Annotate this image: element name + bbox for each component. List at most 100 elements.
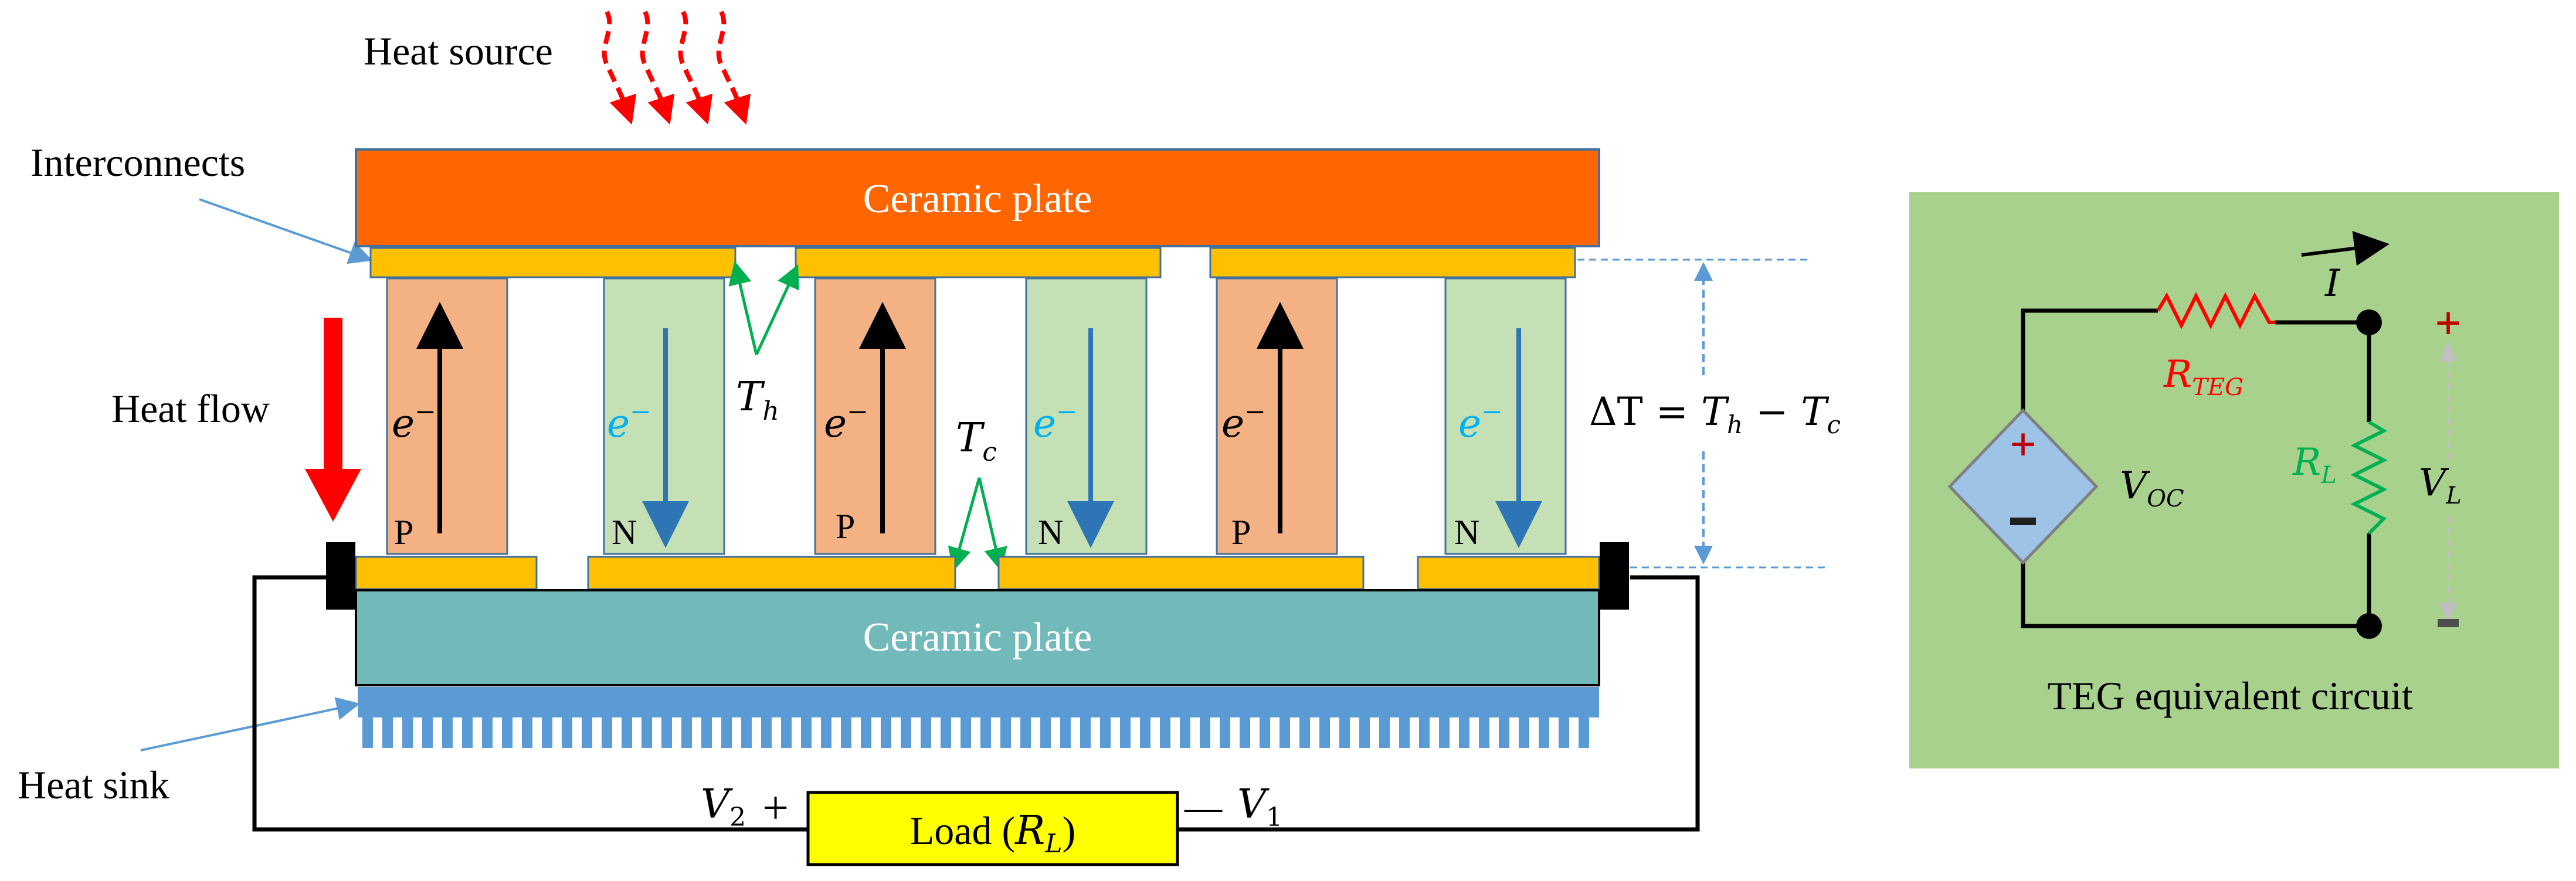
electron-label: e− bbox=[392, 397, 436, 446]
p-label: P bbox=[1231, 513, 1251, 552]
heat-flow-arrow-head bbox=[305, 469, 361, 522]
v2-label: V2 bbox=[701, 781, 746, 832]
heat-sink-leader bbox=[140, 697, 360, 751]
ceramic-plate-top bbox=[355, 148, 1600, 247]
heat-sink-fin bbox=[442, 717, 453, 748]
current-label: I bbox=[2324, 262, 2341, 305]
heat-sink-fin bbox=[881, 717, 891, 748]
v2-sign: + bbox=[762, 783, 789, 834]
load-box bbox=[806, 791, 1179, 866]
v1-label: V1 bbox=[1237, 781, 1282, 832]
heat-sink-fin bbox=[522, 717, 532, 748]
heat-sink-fin bbox=[1200, 717, 1210, 748]
circuit-caption: TEG equivalent circuit bbox=[2047, 673, 2412, 718]
heat-sink-fin bbox=[821, 717, 831, 748]
interconnect-bottom-4 bbox=[1417, 556, 1600, 590]
heat-sink-fin bbox=[642, 717, 652, 748]
electron-label: e− bbox=[607, 397, 651, 446]
heat-sink-fin bbox=[1160, 717, 1170, 748]
heat-sink-fin bbox=[861, 717, 871, 748]
heat-sink-fin bbox=[801, 717, 812, 748]
heat-sink-fin bbox=[1060, 717, 1071, 748]
current-arrow-icon bbox=[2301, 230, 2390, 266]
electron-label: e− bbox=[1033, 397, 1078, 446]
voltage-source-icon bbox=[1947, 408, 2099, 565]
heat-sink-fin bbox=[1100, 717, 1111, 748]
source-minus bbox=[2010, 518, 2036, 525]
heat-sink-fin bbox=[1299, 717, 1310, 748]
heat-sink-fin bbox=[362, 717, 373, 748]
heat-sink-fin bbox=[761, 717, 772, 748]
n-label: N bbox=[1038, 513, 1063, 552]
interconnect-bottom-3 bbox=[997, 556, 1365, 590]
interconnect-top-2 bbox=[795, 247, 1162, 278]
heat-sink-fin bbox=[422, 717, 433, 748]
electron-label: e− bbox=[1221, 397, 1266, 446]
heat-sink-fin bbox=[1319, 717, 1330, 748]
interconnect-bottom-2 bbox=[587, 556, 956, 590]
heat-sink-fin bbox=[502, 717, 513, 748]
heat-sink-fin bbox=[721, 717, 732, 748]
load-label: Load (RL) bbox=[910, 808, 1075, 859]
heat-sink-fin bbox=[980, 717, 991, 748]
heat-sink-fin bbox=[1180, 717, 1190, 748]
heat-sink-fin bbox=[1120, 717, 1131, 748]
heat-sink-fin bbox=[1379, 717, 1390, 748]
ceramic-plate-top-label: Ceramic plate bbox=[863, 176, 1092, 222]
heat-sink-fin bbox=[1399, 717, 1410, 748]
heat-sink-fin bbox=[781, 717, 792, 748]
th-pointer bbox=[728, 261, 799, 356]
heat-sink-fin bbox=[741, 717, 752, 748]
interconnect-top-3 bbox=[1209, 247, 1576, 278]
heat-sink-fin bbox=[1499, 717, 1509, 748]
heat-sink-fin bbox=[701, 717, 712, 748]
heat-sink-fin bbox=[562, 717, 572, 748]
heat-sink-fin bbox=[1080, 717, 1091, 748]
heat-sink-fin bbox=[582, 717, 592, 748]
heat-sink-fin bbox=[462, 717, 473, 748]
terminal-right bbox=[1600, 542, 1629, 610]
heat-sink bbox=[358, 687, 1599, 748]
n-label: N bbox=[612, 513, 637, 552]
tc-pointer bbox=[948, 477, 1007, 572]
bottom-interconnects bbox=[355, 556, 1600, 590]
heat-sink-fin bbox=[1459, 717, 1469, 748]
p-leg-2 bbox=[814, 277, 936, 555]
v1-sign: — bbox=[1184, 786, 1223, 828]
heat-sink-fin bbox=[542, 717, 552, 748]
terminal-left bbox=[326, 542, 355, 610]
heat-sink-fin bbox=[1579, 717, 1589, 748]
heat-sink-fin bbox=[1279, 717, 1290, 748]
r-l-resistor-icon bbox=[2350, 420, 2388, 535]
th-label: Th bbox=[736, 374, 779, 426]
heat-sink-fin bbox=[961, 717, 971, 748]
heat-flow-arrow-shaft bbox=[324, 318, 342, 470]
heat-sink-fin bbox=[1439, 717, 1450, 748]
top-interconnects bbox=[369, 247, 1576, 278]
r-teg-label: RTEG bbox=[2163, 353, 2244, 401]
heat-sink-fin bbox=[681, 717, 692, 748]
p-label: P bbox=[836, 507, 855, 546]
heat-sink-fin bbox=[382, 717, 393, 748]
heat-sink-fin bbox=[1240, 717, 1250, 748]
heat-sink-fin bbox=[1339, 717, 1350, 748]
n-label: N bbox=[1454, 513, 1479, 552]
heat-sink-fin bbox=[482, 717, 493, 748]
heat-sink-fin bbox=[1559, 717, 1569, 748]
heat-sink-fin bbox=[1539, 717, 1549, 748]
ceramic-plate-bottom-label: Ceramic plate bbox=[863, 615, 1092, 660]
vl-plus: + bbox=[2435, 298, 2462, 349]
ceramic-plate-bottom bbox=[355, 589, 1600, 686]
heat-sink-fin bbox=[1000, 717, 1011, 748]
interconnect-bottom-1 bbox=[355, 556, 538, 590]
heat-sink-fin bbox=[1359, 717, 1370, 748]
heat-flow-label: Heat flow bbox=[111, 386, 270, 431]
thermoelectric-legs: e− P e− N e− P e− N e− P e− N bbox=[386, 277, 1567, 555]
heat-sink-fin bbox=[841, 717, 851, 748]
interconnect-top-1 bbox=[369, 247, 737, 278]
heat-source-arrows bbox=[602, 11, 751, 125]
delta-t-equation: ΔT=Th−Tc bbox=[1589, 389, 1841, 439]
heat-sink-fin bbox=[661, 717, 672, 748]
heat-sink-fin bbox=[402, 717, 413, 748]
